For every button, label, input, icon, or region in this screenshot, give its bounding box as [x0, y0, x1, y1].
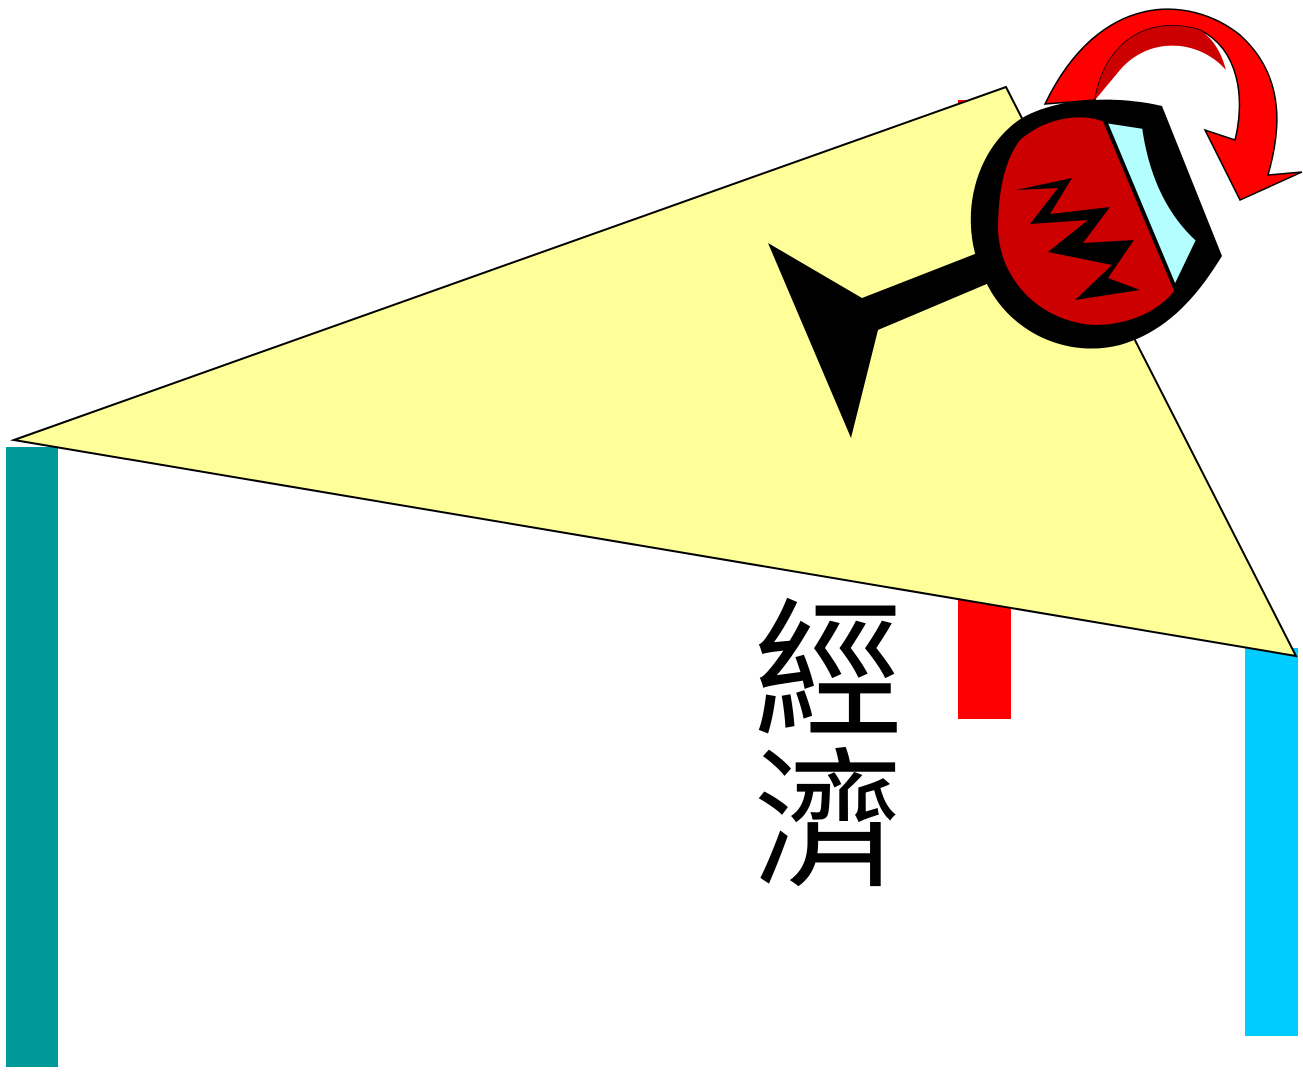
economy-label: 經濟: [705, 592, 895, 892]
right-post: [1245, 648, 1298, 1036]
left-post: [6, 447, 58, 1067]
